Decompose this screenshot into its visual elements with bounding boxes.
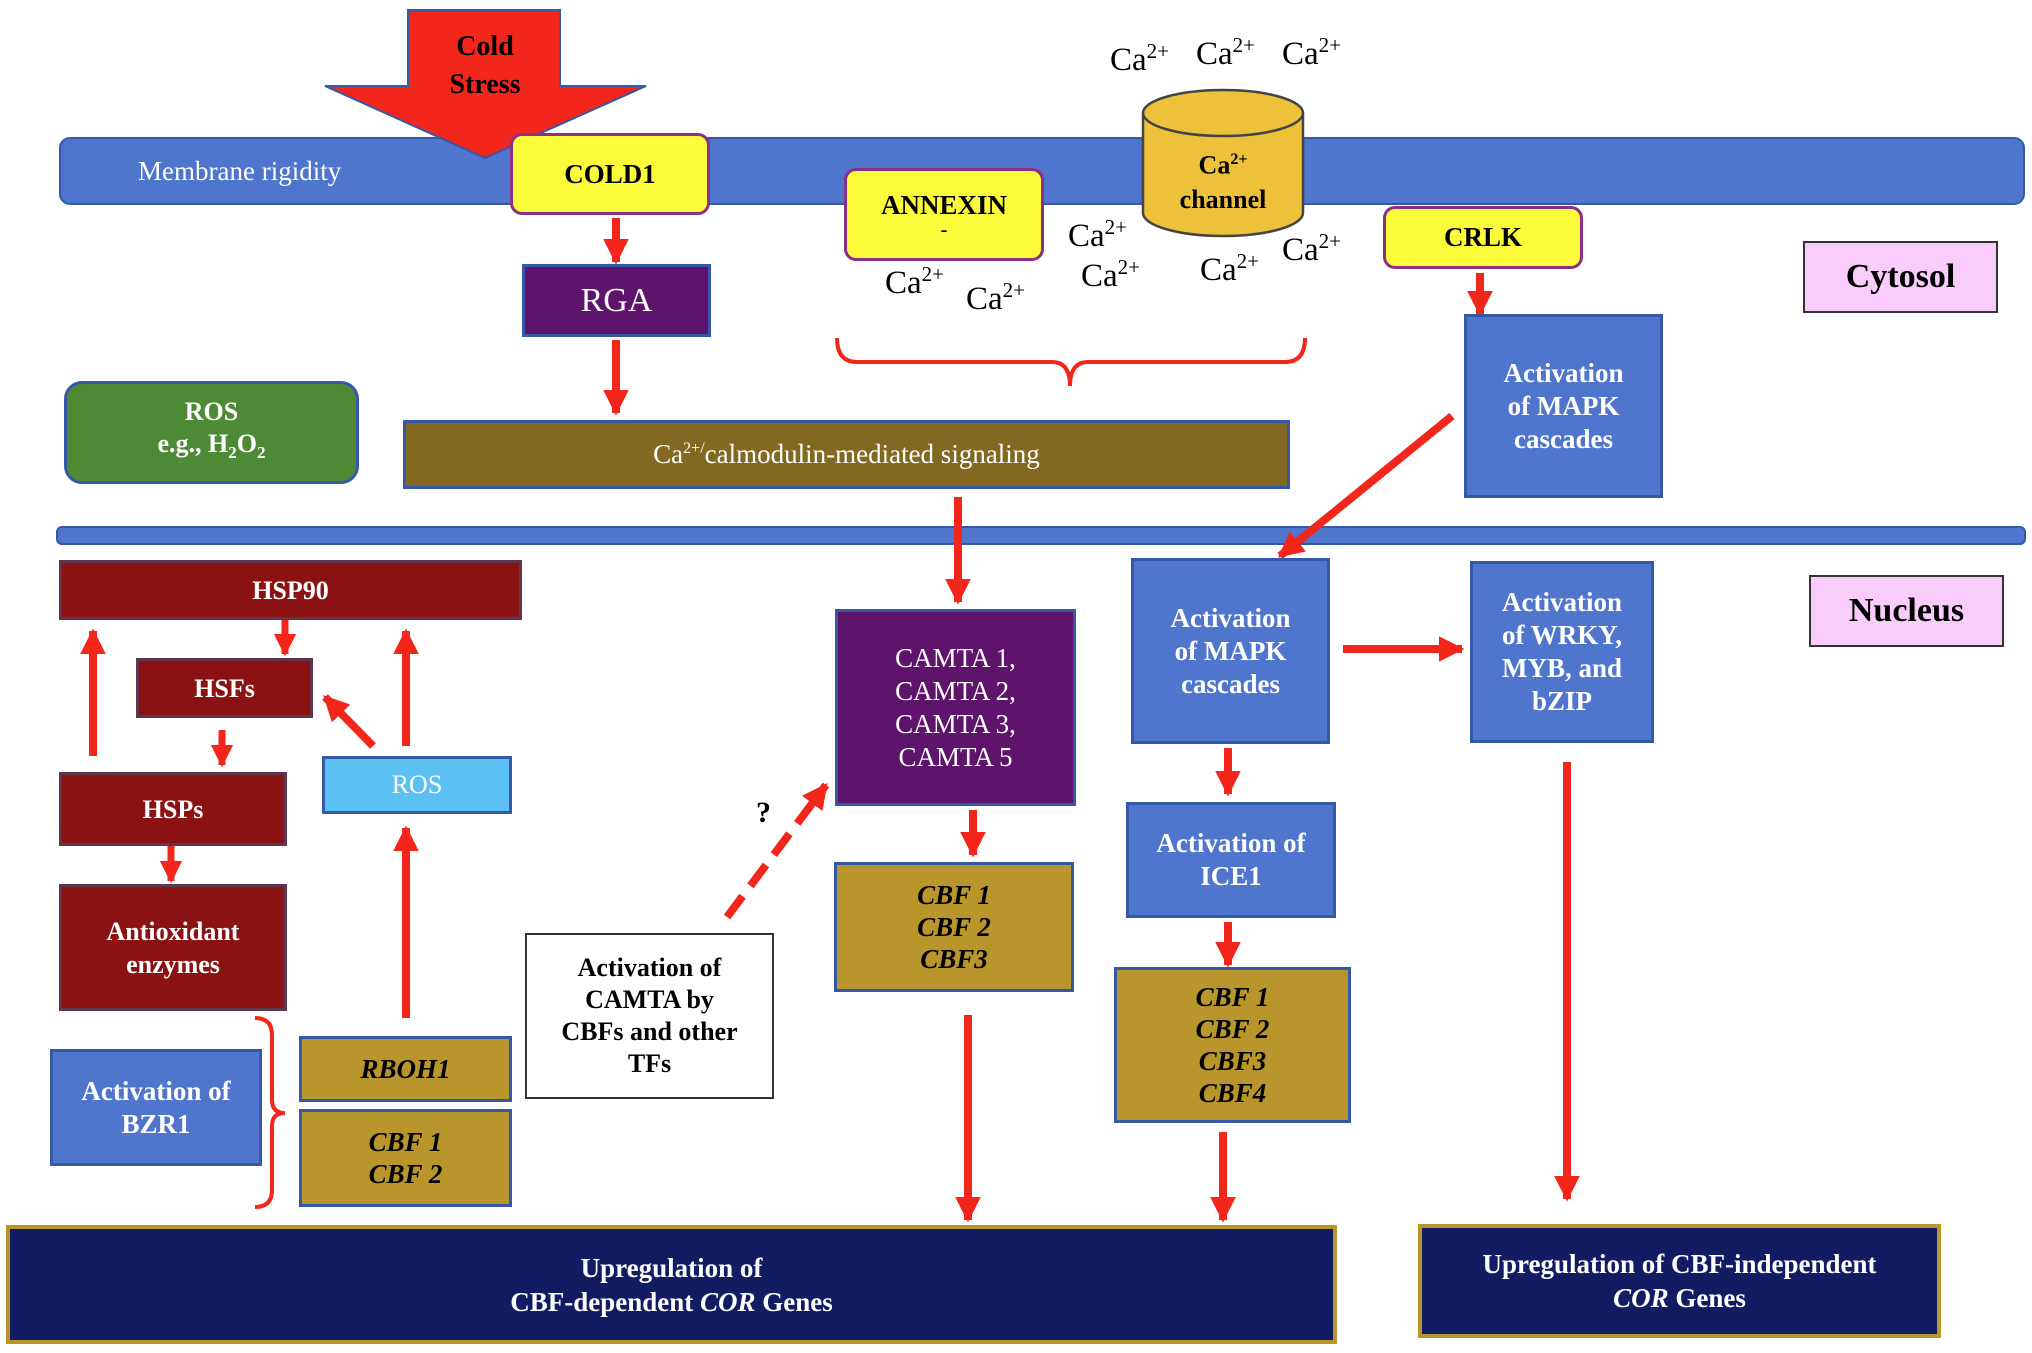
camta-activation-note: Activation of CAMTA by CBFs and other TF… (525, 933, 774, 1099)
cbf123-box: CBF 1 CBF 2 CBF3 (834, 862, 1074, 992)
hsp90-box: HSP90 (59, 560, 522, 620)
cbf1234-box: CBF 1 CBF 2 CBF3 CBF4 (1114, 967, 1351, 1123)
ca-channel-cylinder (1141, 88, 1305, 238)
antioxidant-enzymes-box: Antioxidant enzymes (59, 884, 287, 1011)
cor-dependent-line2: CBF-dependent COR Genes (510, 1286, 833, 1317)
antioxidant-label: Antioxidant enzymes (106, 916, 240, 979)
ice1-box: Activation of ICE1 (1126, 802, 1336, 918)
cbf1234-label: CBF 1 CBF 2 CBF3 CBF4 (1195, 982, 1270, 1108)
hsps-box: HSPs (59, 772, 287, 846)
question-mark: ? (756, 796, 771, 829)
nucleus-label: Nucleus (1809, 575, 2004, 647)
ros-nucleus-box: ROS (322, 756, 512, 814)
ros-nucleus-label: ROS (391, 770, 443, 799)
hsps-label: HSPs (142, 794, 204, 824)
calmodulin-label: Ca2+/calmodulin-mediated signaling (653, 439, 1040, 469)
calcium-ion: Ca2+ (1282, 33, 1342, 73)
rga-box: RGA (522, 264, 711, 337)
calcium-ion: Ca2+ (1081, 255, 1141, 295)
rga-label: RGA (580, 281, 653, 319)
cbf12-label: CBF 1 CBF 2 (368, 1127, 443, 1189)
wrky-label: Activation of WRKY, MYB, and bZIP (1501, 587, 1623, 716)
nuclear-membrane (56, 526, 2026, 545)
wrky-box: Activation of WRKY, MYB, and bZIP (1470, 561, 1654, 743)
cor-dependent-line1: Upregulation of (580, 1252, 763, 1283)
ice1-label: Activation of ICE1 (1156, 828, 1306, 891)
rboh1-label: RBOH1 (360, 1054, 451, 1084)
cor-independent-box: Upregulation of CBF-independent COR Gene… (1418, 1224, 1941, 1338)
camta-box: CAMTA 1, CAMTA 2, CAMTA 3, CAMTA 5 (835, 609, 1076, 806)
hsfs-box: HSFs (136, 658, 313, 718)
calcium-ion: Ca2+ (1196, 33, 1256, 73)
ros-h2o2-box: ROS e.g., H2O2 (64, 381, 359, 484)
ca-channel-prefix: Ca (1198, 150, 1231, 180)
calcium-ion: Ca2+ (1282, 229, 1342, 269)
mapk-nucleus-box: Activation of MAPK cascades (1131, 558, 1330, 744)
arrow-dashed-camta (723, 782, 830, 920)
calcium-bracket (835, 337, 1307, 387)
arrow-mapk-cytosol-nucleus (1277, 412, 1455, 560)
camta-label: CAMTA 1, CAMTA 2, CAMTA 3, CAMTA 5 (895, 642, 1016, 772)
cbf12-box: CBF 1 CBF 2 (299, 1109, 512, 1207)
annexin-box: ANNEXIN - (844, 168, 1044, 261)
mapk-cytosol-box: Activation of MAPK cascades (1464, 314, 1663, 498)
cor-dependent-box: Upregulation of CBF-dependent COR Genes (6, 1225, 1337, 1344)
cor-independent-line2: COR Genes (1613, 1283, 1746, 1313)
calmodulin-signaling-box: Ca2+/calmodulin-mediated signaling (403, 420, 1290, 489)
calcium-ion: Ca2+ (1200, 249, 1260, 289)
annexin-label: ANNEXIN (880, 189, 1007, 220)
cold1-label: COLD1 (564, 158, 656, 189)
cor-independent-line1: Upregulation of CBF-independent (1482, 1249, 1877, 1279)
mapk-cytosol-label: Activation of MAPK cascades (1503, 357, 1624, 454)
calcium-ion: Ca2+ (1068, 215, 1128, 255)
crlk-label: CRLK (1443, 222, 1522, 252)
mapk-nucleus-label: Activation of MAPK cascades (1170, 602, 1291, 699)
crlk-box: CRLK (1383, 206, 1583, 269)
bzr1-box: Activation of BZR1 (50, 1049, 262, 1166)
calcium-ion: Ca2+ (966, 278, 1026, 318)
bzr1-label: Activation of BZR1 (81, 1075, 231, 1139)
hsp90-label: HSP90 (252, 575, 329, 605)
calcium-ion: Ca2+ (1110, 39, 1170, 79)
hsfs-label: HSFs (194, 673, 255, 703)
rboh1-box: RBOH1 (299, 1036, 512, 1102)
ros-label: ROS (184, 396, 239, 426)
bzr1-bracket (254, 1016, 286, 1209)
cold-stress-arrow (324, 9, 647, 160)
calcium-ion: Ca2+ (885, 262, 945, 302)
arrow-ros-hsfs (322, 694, 376, 749)
membrane-rigidity-label: Membrane rigidity (138, 156, 342, 186)
annexin-mark: - (940, 218, 948, 241)
ca-channel-word: channel (1179, 184, 1267, 214)
camta-activation-label: Activation of CAMTA by CBFs and other TF… (561, 953, 738, 1078)
h2o2-label: e.g., H2O2 (157, 428, 266, 463)
cold-stress-label: Cold Stress (449, 31, 521, 100)
cbf123-label: CBF 1 CBF 2 CBF3 (917, 880, 991, 974)
ca-channel-charge: 2+ (1230, 151, 1248, 168)
ca-channel-label: Ca2+ channel (1143, 143, 1303, 217)
cold1-box: COLD1 (510, 133, 710, 215)
cytosol-label: Cytosol (1803, 241, 1998, 313)
